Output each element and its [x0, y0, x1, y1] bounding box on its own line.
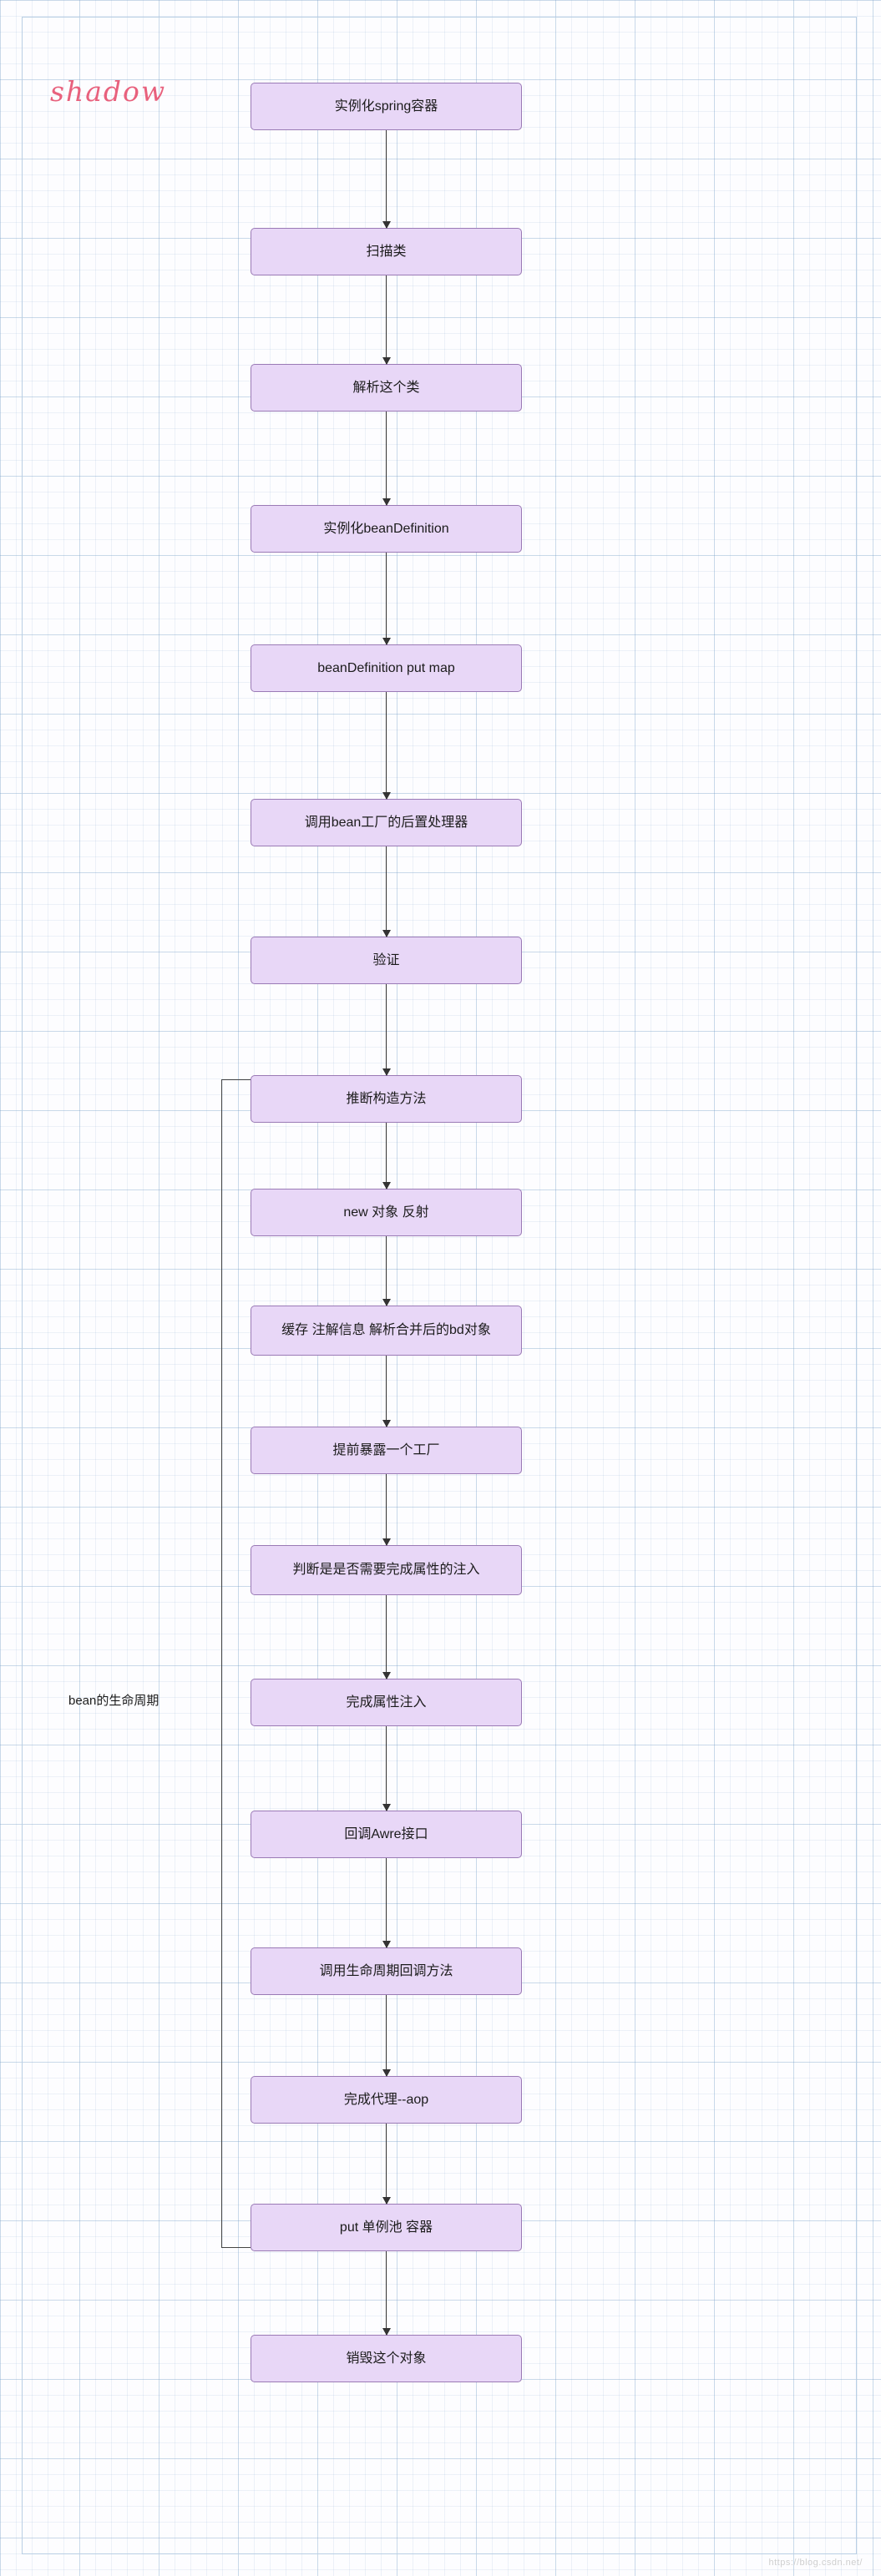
bean-lifecycle-label: bean的生命周期 — [68, 1694, 159, 1708]
node-complete-proxy-aop[interactable]: 完成代理--aop — [251, 2076, 522, 2124]
watermark: https://blog.csdn.net/ — [768, 2558, 863, 2568]
node-invoke-bean-factory-post-processor[interactable]: 调用bean工厂的后置处理器 — [251, 799, 522, 846]
arrow-5-6 — [382, 692, 391, 800]
arrow-15-16 — [382, 1995, 391, 2077]
node-cache-annotation-merged-bd[interactable]: 缓存 注解信息 解析合并后的bd对象 — [251, 1306, 522, 1356]
arrow-8-9 — [382, 1123, 391, 1190]
bean-lifecycle-bracket — [221, 1079, 251, 2248]
node-destroy-object[interactable]: 销毁这个对象 — [251, 2335, 522, 2382]
arrow-2-3 — [382, 275, 391, 365]
arrow-11-12 — [382, 1474, 391, 1546]
arrow-3-4 — [382, 412, 391, 506]
arrow-1-2 — [382, 130, 391, 229]
shadow-logo: shadow — [50, 75, 167, 108]
arrow-10-11 — [382, 1356, 391, 1427]
node-put-singleton-pool[interactable]: put 单例池 容器 — [251, 2204, 522, 2251]
arrow-12-13 — [382, 1595, 391, 1679]
node-expose-factory-early[interactable]: 提前暴露一个工厂 — [251, 1427, 522, 1474]
node-beandefinition-put-map[interactable]: beanDefinition put map — [251, 644, 522, 692]
arrow-17-18 — [382, 2251, 391, 2336]
node-validate[interactable]: 验证 — [251, 937, 522, 984]
node-scan-classes[interactable]: 扫描类 — [251, 228, 522, 275]
arrow-16-17 — [382, 2124, 391, 2205]
node-complete-property-injection[interactable]: 完成属性注入 — [251, 1679, 522, 1726]
arrow-7-8 — [382, 984, 391, 1076]
node-check-property-injection[interactable]: 判断是是否需要完成属性的注入 — [251, 1545, 522, 1595]
arrow-13-14 — [382, 1726, 391, 1811]
diagram-frame — [22, 17, 857, 2554]
arrow-14-15 — [382, 1858, 391, 1948]
node-invoke-lifecycle-callback[interactable]: 调用生命周期回调方法 — [251, 1947, 522, 1995]
arrow-6-7 — [382, 846, 391, 937]
arrow-4-5 — [382, 553, 391, 645]
node-instantiate-beandefinition[interactable]: 实例化beanDefinition — [251, 505, 522, 553]
node-parse-class[interactable]: 解析这个类 — [251, 364, 522, 412]
arrow-9-10 — [382, 1236, 391, 1306]
node-infer-constructor[interactable]: 推断构造方法 — [251, 1075, 522, 1123]
node-new-object-reflection[interactable]: new 对象 反射 — [251, 1189, 522, 1236]
node-instantiate-spring-container[interactable]: 实例化spring容器 — [251, 83, 522, 130]
node-callback-aware-interface[interactable]: 回调Awre接口 — [251, 1811, 522, 1858]
